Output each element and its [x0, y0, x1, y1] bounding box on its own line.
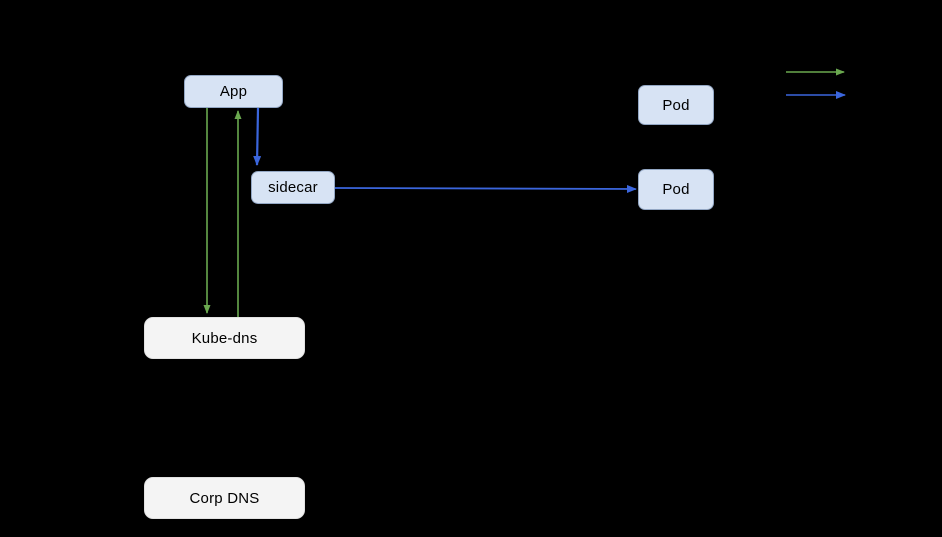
node-kube-dns-label: Kube-dns: [191, 329, 258, 347]
node-pod-1: Pod: [638, 85, 714, 125]
legend: [786, 68, 846, 99]
node-kube-dns: Kube-dns: [144, 317, 305, 359]
node-app: App: [184, 75, 283, 108]
node-pod-2-label: Pod: [662, 181, 690, 198]
node-corp-dns: Corp DNS: [144, 477, 305, 519]
edge-sidecar-to-pod: [334, 184, 637, 193]
edge-app-to-sidecar: [253, 107, 262, 166]
node-pod-2: Pod: [638, 169, 714, 210]
node-app-label: App: [219, 83, 248, 100]
node-pod-1-label: Pod: [662, 96, 690, 114]
node-sidecar: sidecar: [251, 171, 335, 204]
node-corp-dns-label: Corp DNS: [189, 489, 260, 507]
node-sidecar-label: sidecar: [268, 179, 318, 196]
